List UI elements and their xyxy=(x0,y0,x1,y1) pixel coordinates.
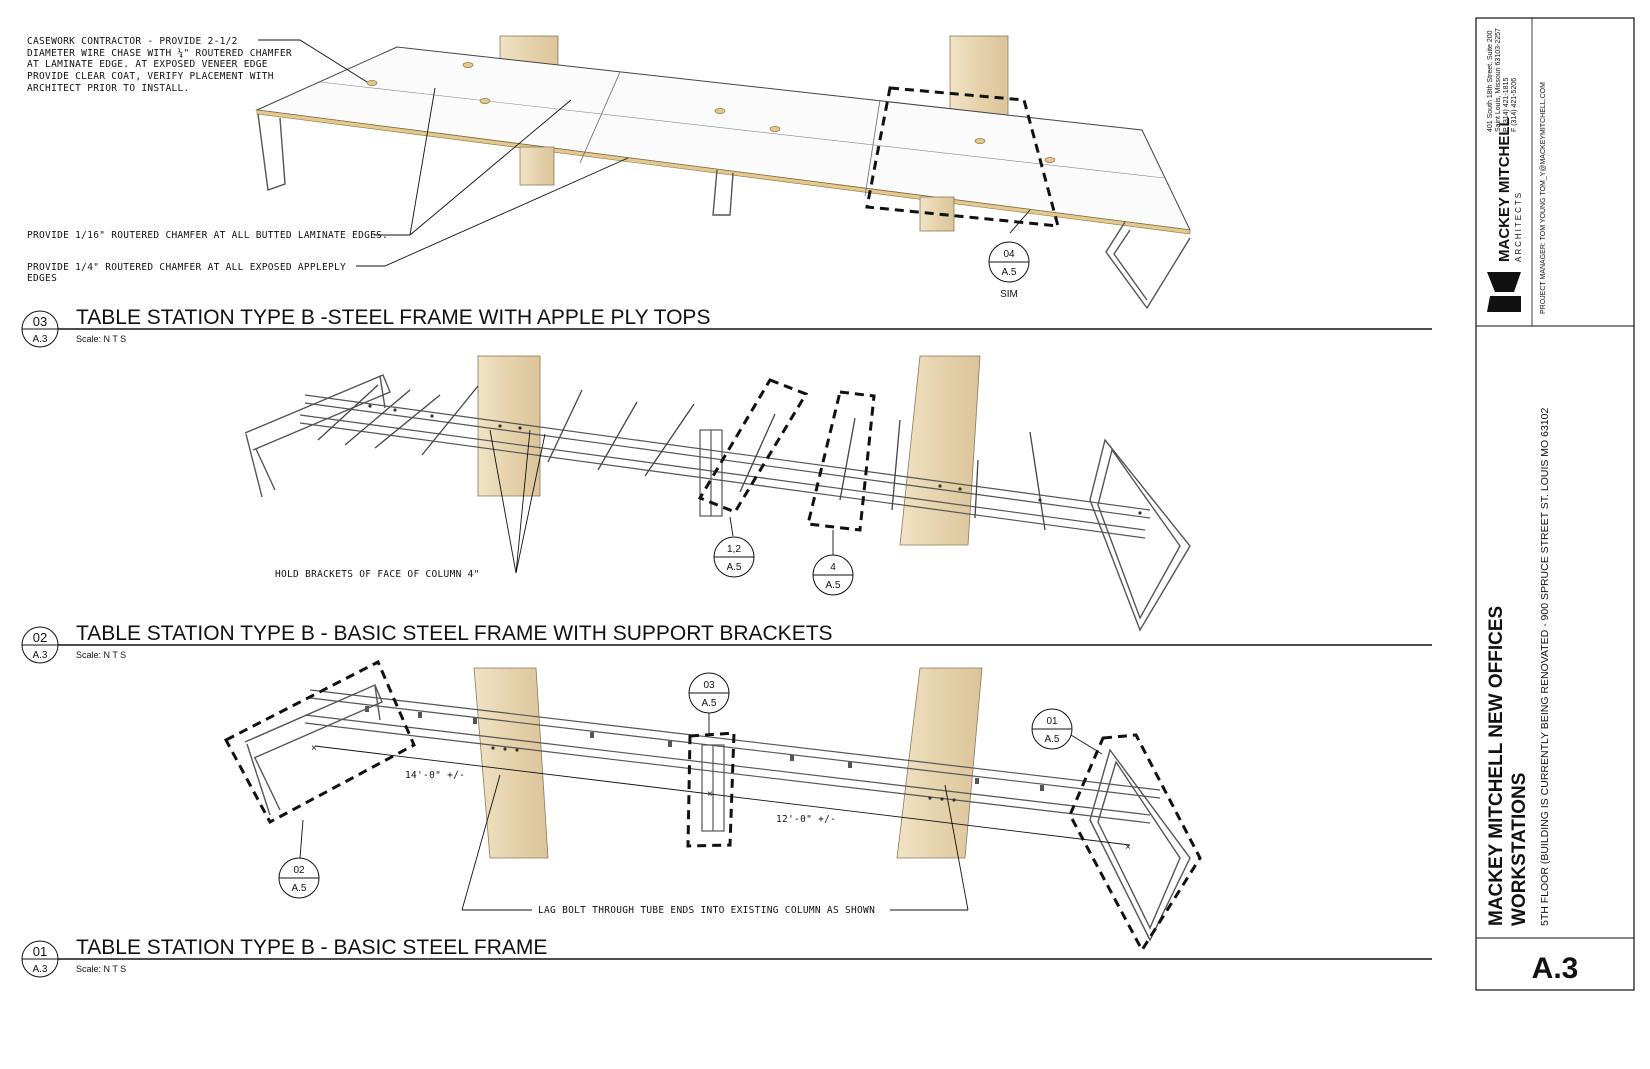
project-manager: PROJECT MANAGER: TOM YOUNG TOM_Y@MACKEYM… xyxy=(1540,82,1547,314)
svg-text:02: 02 xyxy=(293,865,305,876)
svg-text:A.5: A.5 xyxy=(726,562,741,573)
drawing-03: CASEWORK CONTRACTOR - PROVIDE 2-1/2 DIAM… xyxy=(21,35,1432,348)
svg-text:Scale: N T S: Scale: N T S xyxy=(76,650,126,660)
title-block: MACKEY MITCHELL ARCHITECTS 401 South 18t… xyxy=(1475,17,1635,991)
project-subtitle: WORKSTATIONS xyxy=(1509,773,1530,926)
svg-text:×: × xyxy=(311,743,317,754)
drawing-01: × × × 14'-0" +/- 12'-0" +/- 03 A.5 01 A.… xyxy=(21,659,1432,978)
svg-text:03: 03 xyxy=(33,314,47,329)
callout-01-a5: 01 A.5 xyxy=(1031,708,1073,750)
svg-text:TABLE STATION TYPE B - BASIC S: TABLE STATION TYPE B - BASIC STEEL FRAME xyxy=(76,936,547,959)
svg-text:02: 02 xyxy=(33,630,47,645)
svg-text:A.3: A.3 xyxy=(32,650,47,661)
callout-04-a5: 04 A.5 xyxy=(988,241,1030,283)
detail-box-04 xyxy=(865,86,1061,228)
note-casework: CASEWORK CONTRACTOR - PROVIDE 2-1/2 DIAM… xyxy=(27,36,298,94)
firm-address: 401 South 18th Street, Suite 200 Saint L… xyxy=(1487,26,1518,132)
callout-4-a5: 4 A.5 xyxy=(812,554,854,596)
project-address: 5TH FLOOR (BUILDING IS CURRENTLY BEING R… xyxy=(1539,408,1551,926)
svg-text:01: 01 xyxy=(1046,716,1058,727)
firm-logo-icon xyxy=(1487,272,1521,312)
svg-text:4: 4 xyxy=(830,562,836,573)
svg-text:04: 04 xyxy=(1003,249,1015,260)
detail-box-02 xyxy=(223,659,416,825)
project-title: MACKEY MITCHELL NEW OFFICES xyxy=(1486,606,1507,926)
svg-text:×: × xyxy=(707,789,713,800)
svg-text:Scale: N T S: Scale: N T S xyxy=(76,964,126,974)
svg-text:A.5: A.5 xyxy=(1044,734,1059,745)
svg-text:TABLE STATION TYPE B - BASIC S: TABLE STATION TYPE B - BASIC STEEL FRAME… xyxy=(76,622,833,645)
svg-text:A.5: A.5 xyxy=(701,698,716,709)
svg-text:A.5: A.5 xyxy=(291,883,306,894)
note-sim: SIM xyxy=(1000,289,1018,300)
svg-text:TABLE STATION TYPE B -STEEL FR: TABLE STATION TYPE B -STEEL FRAME WITH A… xyxy=(76,306,710,329)
drawing-title-02: 02 A.3 TABLE STATION TYPE B - BASIC STEE… xyxy=(21,622,1432,664)
svg-text:01: 01 xyxy=(33,944,47,959)
callout-12-a5: 1,2 A.5 xyxy=(713,536,755,578)
appleply-edge xyxy=(256,109,1191,235)
note-chamfer-appleply: PROVIDE 1/4" ROUTERED CHAMFER AT ALL EXP… xyxy=(27,262,352,284)
callout-03-a5: 03 A.5 xyxy=(688,672,730,714)
note-chamfer-laminate: PROVIDE 1/16" ROUTERED CHAMFER AT ALL BU… xyxy=(27,230,388,241)
wood-column xyxy=(899,355,981,546)
svg-text:03: 03 xyxy=(703,680,715,691)
svg-text:A.3: A.3 xyxy=(32,964,47,975)
table-top xyxy=(255,46,1191,231)
sheet-number: A.3 xyxy=(1532,952,1579,985)
detail-box-03 xyxy=(686,731,736,848)
svg-text:×: × xyxy=(1125,842,1131,853)
firm-sub: ARCHITECTS xyxy=(1514,191,1523,262)
detail-box-12 xyxy=(697,378,809,514)
wood-column xyxy=(896,667,983,859)
note-lag-bolt: LAG BOLT THROUGH TUBE ENDS INTO EXISTING… xyxy=(538,905,875,916)
note-hold-brackets: HOLD BRACKETS OF FACE OF COLUMN 4" xyxy=(275,569,480,580)
detail-box-01 xyxy=(1068,733,1202,953)
dim-12ft: 12'-0" +/- xyxy=(776,814,836,825)
svg-text:Scale: N T S: Scale: N T S xyxy=(76,334,126,344)
drawing-title-03: 03 A.3 TABLE STATION TYPE B -STEEL FRAME… xyxy=(21,306,1432,348)
detail-box-4 xyxy=(806,390,876,532)
callout-02-a5: 02 A.5 xyxy=(278,857,320,899)
drawing-title-01: 01 A.3 TABLE STATION TYPE B - BASIC STEE… xyxy=(21,936,1432,978)
svg-text:A.5: A.5 xyxy=(825,580,840,591)
svg-text:A.5: A.5 xyxy=(1001,267,1016,278)
drawing-02: HOLD BRACKETS OF FACE OF COLUMN 4" 1,2 A… xyxy=(21,355,1432,664)
wood-column xyxy=(519,146,555,186)
firm-name: MACKEY MITCHELL xyxy=(1496,117,1513,262)
dim-14ft: 14'-0" +/- xyxy=(405,770,465,781)
svg-text:A.3: A.3 xyxy=(32,334,47,345)
svg-text:1,2: 1,2 xyxy=(727,544,741,555)
